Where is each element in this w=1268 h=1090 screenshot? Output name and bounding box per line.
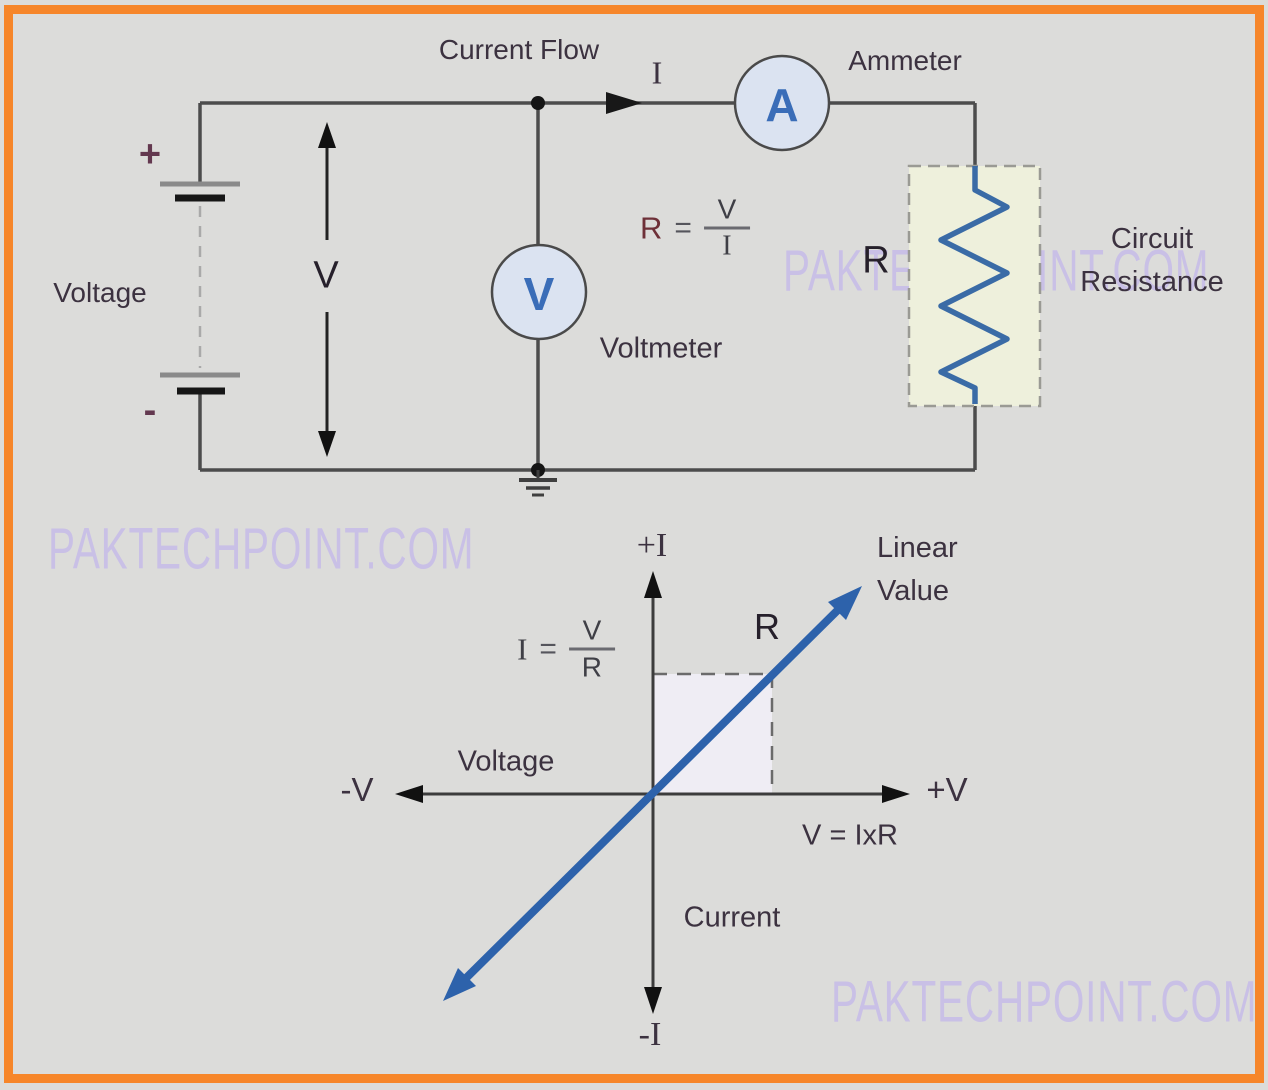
current-flow-label: Current Flow <box>438 34 600 65</box>
neg-current-axis-label: -I <box>638 1016 662 1053</box>
ground-icon <box>519 470 557 497</box>
watermark-top-left: PAKTECHPOINT.COM <box>48 517 475 583</box>
voltmeter-circle <box>490 243 588 341</box>
axis-arrowhead-right <box>882 785 910 803</box>
resistance-formula: R = V I <box>640 193 750 262</box>
graph-dashed-guides <box>653 672 774 794</box>
voltmeter-letter: V <box>523 268 555 320</box>
current-flow-arrowhead <box>606 92 642 114</box>
formula-numerator: V <box>582 614 602 646</box>
current-formula: I = V R <box>517 614 615 683</box>
formula-lhs: R <box>640 210 663 245</box>
linear-iv-line <box>443 586 862 1001</box>
battery-icon <box>160 181 240 395</box>
formula-denominator: I <box>722 230 732 262</box>
current-symbol-label: I <box>651 54 663 91</box>
formula-numerator: V <box>717 193 737 225</box>
formula-fraction: V R <box>568 614 615 683</box>
axis-arrowhead-down <box>644 987 662 1014</box>
ohms-law-voltage-formula: V = IxR <box>802 819 898 852</box>
linear-value-line1: Linear <box>877 532 958 564</box>
resistor-symbol-label: R <box>862 239 890 282</box>
plus-terminal-label: + <box>138 133 162 176</box>
resistor-zigzag-icon <box>938 166 1010 404</box>
voltage-source-label: Voltage <box>53 277 147 308</box>
axis-arrowhead-up <box>644 571 662 598</box>
pos-current-axis-label: +I <box>636 527 668 564</box>
voltage-arrowhead-up <box>318 122 336 148</box>
formula-equals: = <box>539 632 557 665</box>
line-arrowhead-top <box>828 586 862 620</box>
graph-current-label: Current <box>683 901 781 934</box>
linear-value-label: Linear Value <box>877 527 958 613</box>
resistor-highlight-box <box>907 164 1042 408</box>
formula-fraction: V I <box>703 193 750 262</box>
formula-lhs: I <box>517 631 528 666</box>
pos-voltage-axis-label: +V <box>926 771 968 808</box>
ammeter-label: Ammeter <box>848 45 962 76</box>
circuit-resistance-line1: Circuit <box>1110 223 1194 255</box>
voltmeter-label: Voltmeter <box>599 332 723 365</box>
voltage-span-label: V <box>313 254 339 297</box>
line-slope-label: R <box>754 606 780 647</box>
ammeter-letter: A <box>765 79 799 131</box>
axis-arrowhead-left <box>395 785 423 803</box>
neg-voltage-axis-label: -V <box>340 771 374 808</box>
fraction-bar <box>703 226 750 230</box>
formula-denominator: R <box>581 651 603 683</box>
graph-voltage-label: Voltage <box>457 745 555 778</box>
minus-terminal-label: - <box>143 389 157 432</box>
linear-value-line2: Value <box>877 575 950 607</box>
voltage-span-arrow <box>318 122 336 457</box>
line-arrowhead-bottom <box>443 968 476 1001</box>
top-junction-dot <box>531 96 545 110</box>
circuit-resistance-line2: Resistance <box>1080 266 1224 298</box>
circuit-resistance-label: Circuit Resistance <box>1080 218 1223 304</box>
voltage-arrowhead-down <box>318 431 336 457</box>
ammeter-circle <box>733 54 831 152</box>
fraction-bar <box>568 647 615 651</box>
formula-equals: = <box>674 211 692 244</box>
watermark-bottom-right: PAKTECHPOINT.COM <box>831 970 1258 1036</box>
